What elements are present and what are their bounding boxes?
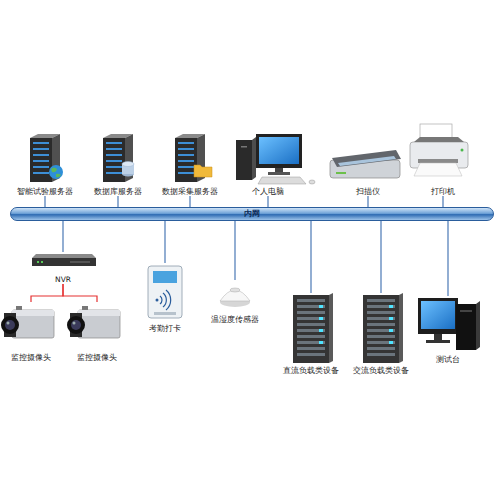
- network-link: [45, 196, 46, 207]
- connector-line: [367, 196, 368, 207]
- device-label: 监控摄像头: [0, 353, 62, 362]
- device-node: 考勤打卡: [137, 263, 193, 333]
- network-link: [118, 196, 119, 207]
- device-node: 直流负载类设备: [280, 293, 342, 375]
- device-node: NVR: [30, 252, 96, 284]
- connector-line: [31, 284, 63, 302]
- connector-line: [267, 196, 268, 207]
- device-node: 测试台: [414, 296, 482, 364]
- device-node: 扫描仪: [330, 145, 406, 196]
- network-link: [190, 196, 191, 207]
- network-link: [448, 221, 449, 296]
- device-node: 监控摄像头: [66, 302, 128, 362]
- network-link: [268, 196, 269, 207]
- connector-line: [62, 221, 63, 252]
- network-link: [311, 221, 312, 293]
- device-label: 考勤打卡: [137, 324, 193, 333]
- device-label: 打印机: [405, 187, 481, 196]
- device-label: 扫描仪: [330, 187, 406, 196]
- network-link: [235, 221, 236, 280]
- connector-line: [44, 196, 45, 207]
- network-band: 内网: [10, 207, 494, 221]
- video-cable: [31, 284, 63, 302]
- device-node: 交流负载类设备: [350, 293, 412, 375]
- device-node: 监控摄像头: [0, 302, 62, 362]
- connector-line: [310, 221, 311, 293]
- device-label: 个人电脑: [226, 187, 310, 196]
- device-node: 温湿度传感器: [205, 280, 265, 324]
- network-link: [443, 196, 444, 207]
- network-label: 内网: [11, 208, 493, 220]
- connector-line: [189, 196, 190, 207]
- device-label: 数据库服务器: [90, 187, 146, 196]
- connector-line: [447, 221, 448, 296]
- connector-line: [164, 221, 165, 263]
- connector-line: [117, 196, 118, 207]
- device-label: NVR: [30, 275, 96, 284]
- network-link: [381, 221, 382, 293]
- device-label: 监控摄像头: [66, 353, 128, 362]
- connector-line: [63, 284, 97, 302]
- device-node: 智能试验服务器: [14, 130, 76, 196]
- device-node: 个人电脑: [226, 130, 310, 196]
- device-label: 测试台: [414, 355, 482, 364]
- device-label: 直流负载类设备: [280, 366, 342, 375]
- device-label: 数据采集服务器: [160, 187, 220, 196]
- device-label: 交流负载类设备: [350, 366, 412, 375]
- network-link: [368, 196, 369, 207]
- network-link: [165, 221, 166, 263]
- device-label: 智能试验服务器: [14, 187, 76, 196]
- device-node: 数据采集服务器: [160, 130, 220, 196]
- connector-line: [234, 221, 235, 280]
- device-node: 数据库服务器: [90, 130, 146, 196]
- device-node: 打印机: [405, 122, 481, 196]
- video-cable: [63, 284, 97, 302]
- device-label: 温湿度传感器: [205, 315, 265, 324]
- connector-line: [380, 221, 381, 293]
- connector-line: [442, 196, 443, 207]
- network-link: [63, 221, 64, 252]
